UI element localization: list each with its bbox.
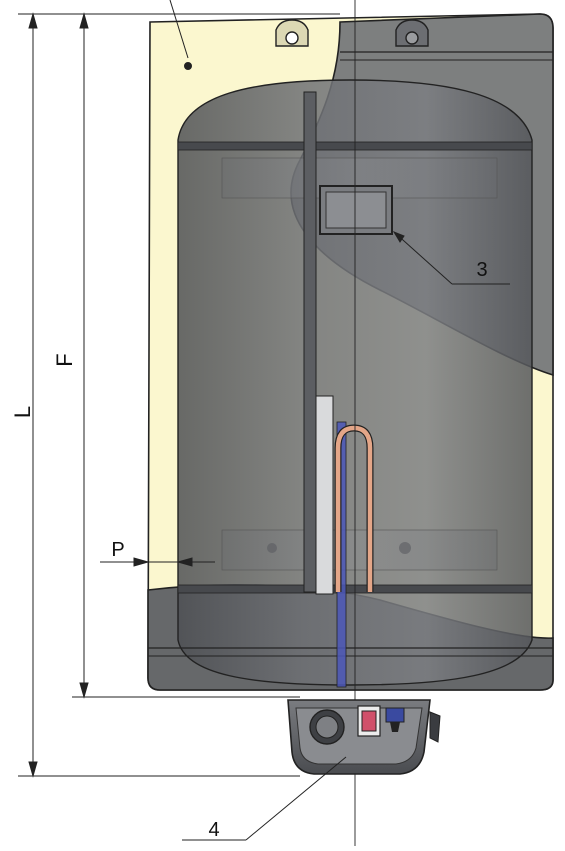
mounting-bracket-left xyxy=(275,19,309,47)
mounting-bracket-right xyxy=(395,19,429,47)
indicator-light xyxy=(385,707,405,723)
dimension-lines xyxy=(18,0,510,841)
label-dimension-p: P xyxy=(111,539,124,561)
hot-water-pipe xyxy=(303,91,317,593)
control-unit xyxy=(287,699,441,775)
label-length-total: L xyxy=(10,406,35,418)
label-length-flange: F xyxy=(52,353,77,366)
anode-rod xyxy=(315,395,334,595)
cable-gland xyxy=(429,711,441,743)
callout-3: 3 xyxy=(476,259,487,281)
thermometer-indicator xyxy=(319,185,393,235)
heating-element xyxy=(334,424,374,592)
callout-4: 4 xyxy=(208,819,219,841)
